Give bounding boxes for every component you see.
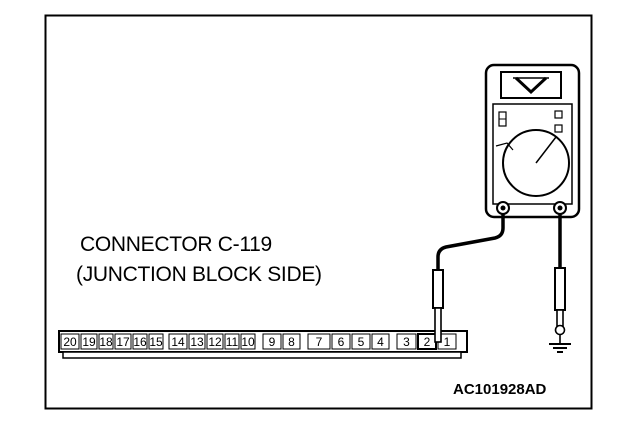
diagram-frame	[44, 14, 593, 410]
volt-symbol-glyph	[514, 76, 548, 95]
terminal-cell	[351, 333, 371, 350]
terminal-cell	[282, 333, 301, 350]
terminal-number: 2	[424, 335, 431, 349]
probe-handle-left	[432, 269, 444, 309]
clip-ring	[554, 324, 566, 336]
terminal-number: 15	[149, 335, 163, 349]
terminal-cell	[168, 333, 188, 350]
dial-pointer	[535, 136, 557, 164]
terminal-number: 14	[171, 335, 185, 349]
terminal-cell	[240, 333, 256, 350]
terminal-cell	[114, 333, 132, 350]
terminal-number: 4	[377, 335, 384, 349]
terminal-number: 18	[99, 335, 113, 349]
probe-tip-left	[434, 307, 442, 343]
terminal-number: 3	[403, 335, 410, 349]
terminal-number: 8	[288, 335, 295, 349]
terminal-cell	[98, 333, 114, 350]
test-lead-right	[549, 214, 571, 353]
terminal-number: 7	[316, 335, 323, 349]
terminal-number: 5	[358, 335, 365, 349]
range-button-bottom	[554, 124, 563, 133]
terminal-cell	[307, 333, 331, 350]
test-lead-left	[432, 214, 505, 343]
terminal-number: 13	[190, 335, 204, 349]
probe-tip-right	[556, 309, 564, 327]
terminal-cell	[396, 333, 417, 350]
terminal-number: 20	[63, 335, 77, 349]
terminal-cell	[371, 333, 390, 350]
terminal-number: 6	[338, 335, 345, 349]
terminal-number: 1	[444, 335, 451, 349]
terminal-number: 19	[82, 335, 96, 349]
terminal-cell	[262, 333, 282, 350]
voltmeter	[484, 63, 581, 219]
voltmeter-display	[500, 71, 562, 99]
terminal-cell	[132, 333, 148, 350]
ground-icon	[549, 343, 571, 353]
terminal-cell	[148, 333, 164, 350]
terminal-number: 10	[241, 335, 255, 349]
terminal-number: 16	[133, 335, 147, 349]
range-button-top	[554, 110, 563, 119]
terminal-number: 9	[269, 335, 276, 349]
figure-code: AC101928AD	[453, 381, 547, 398]
jack-com-inner	[500, 205, 506, 211]
terminal-cell	[188, 333, 206, 350]
terminal-cell	[60, 333, 80, 350]
connector-label-line1: CONNECTOR C-119	[80, 233, 272, 256]
terminal-cell	[80, 333, 98, 350]
terminal-number: 11	[226, 335, 239, 349]
connector-latch	[62, 351, 462, 359]
connector-label-line2: (JUNCTION BLOCK SIDE)	[76, 263, 322, 286]
probe-handle-right	[554, 267, 566, 311]
terminal-cell	[331, 333, 351, 350]
panel-marking	[495, 142, 514, 151]
terminal-number: 17	[116, 335, 130, 349]
lead-wire-left	[436, 214, 505, 270]
jack-volt-inner	[557, 205, 563, 211]
terminal-cell	[206, 333, 224, 350]
terminal-number: 12	[208, 335, 222, 349]
terminal-cell	[224, 333, 240, 350]
